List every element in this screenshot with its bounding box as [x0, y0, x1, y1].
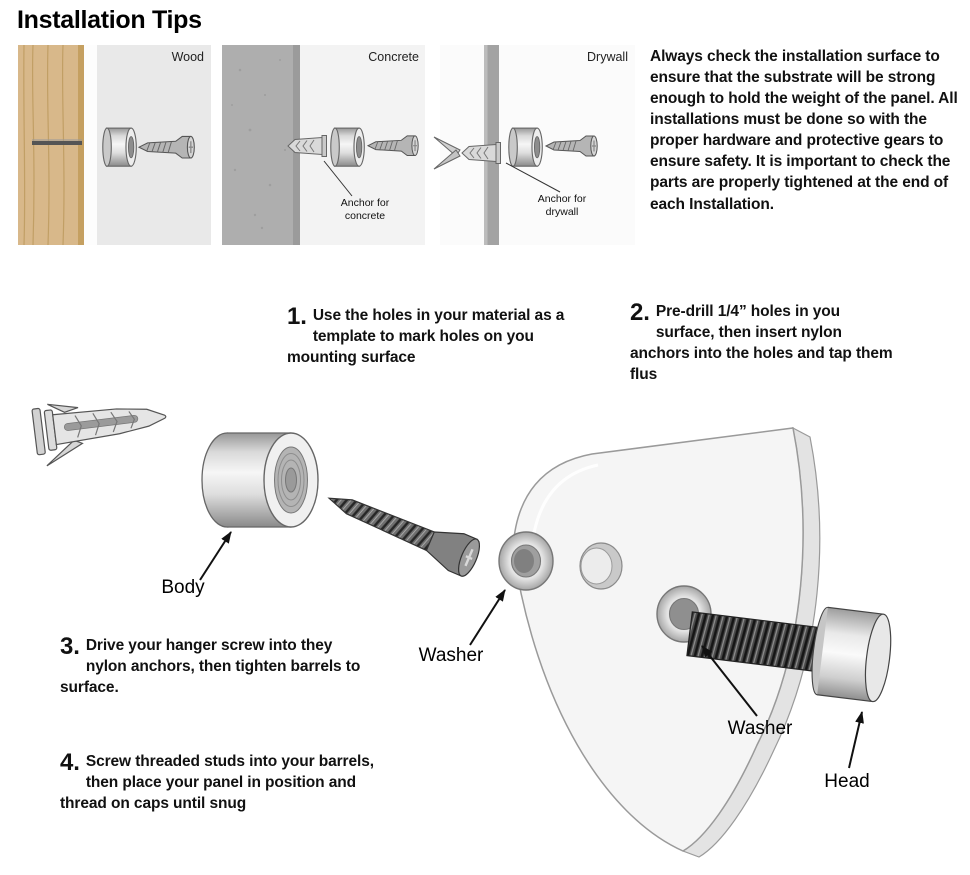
- glass-panel-illustration: [512, 426, 821, 858]
- step-1: 1.Use the holes in your material as a te…: [287, 303, 582, 369]
- step-2: 2.Pre-drill 1/4” holes in you surface, t…: [630, 299, 902, 386]
- panel-label-drywall: Drywall: [587, 50, 628, 64]
- step-3-text: Drive your hanger screw into they nylon …: [60, 637, 361, 696]
- step-3-number: 3.: [60, 633, 80, 660]
- washer-top-illustration: [498, 531, 554, 591]
- panel-drywall-illustration: [433, 45, 635, 245]
- step-1-number: 1.: [287, 303, 307, 330]
- pointer-arrows: [199, 531, 864, 769]
- label-washer-top: Washer: [418, 645, 484, 666]
- step-4-number: 4.: [60, 749, 80, 776]
- annotation-anchor-drywall: Anchor for drywall: [537, 193, 587, 218]
- label-washer-right: Washer: [727, 718, 793, 739]
- label-body: Body: [161, 577, 205, 598]
- hanger-screw-illustration: [327, 497, 481, 577]
- step-2-number: 2.: [630, 299, 650, 326]
- step-4: 4.Screw threaded studs into your barrels…: [60, 749, 400, 815]
- intro-paragraph: Always check the installation surface to…: [650, 48, 958, 213]
- barrel-body-illustration: [201, 432, 319, 528]
- page-title: Installation Tips: [17, 6, 202, 34]
- nylon-anchor-illustration: [31, 403, 167, 467]
- step-4-text: Screw threaded studs into your barrels, …: [60, 753, 374, 812]
- step-1-text: Use the holes in your material as a temp…: [287, 307, 565, 366]
- panel-wood-illustration: [18, 44, 211, 246]
- panel-concrete-illustration: [222, 45, 425, 245]
- label-head: Head: [824, 771, 870, 792]
- panel-label-wood: Wood: [171, 50, 204, 64]
- step-3: 3.Drive your hanger screw into they nylo…: [60, 633, 365, 699]
- panel-label-concrete: Concrete: [368, 50, 419, 64]
- threaded-stud-illustration: [686, 606, 892, 703]
- step-2-text: Pre-drill 1/4” holes in you surface, the…: [630, 303, 893, 383]
- annotation-anchor-concrete: Anchor for concrete: [340, 197, 390, 222]
